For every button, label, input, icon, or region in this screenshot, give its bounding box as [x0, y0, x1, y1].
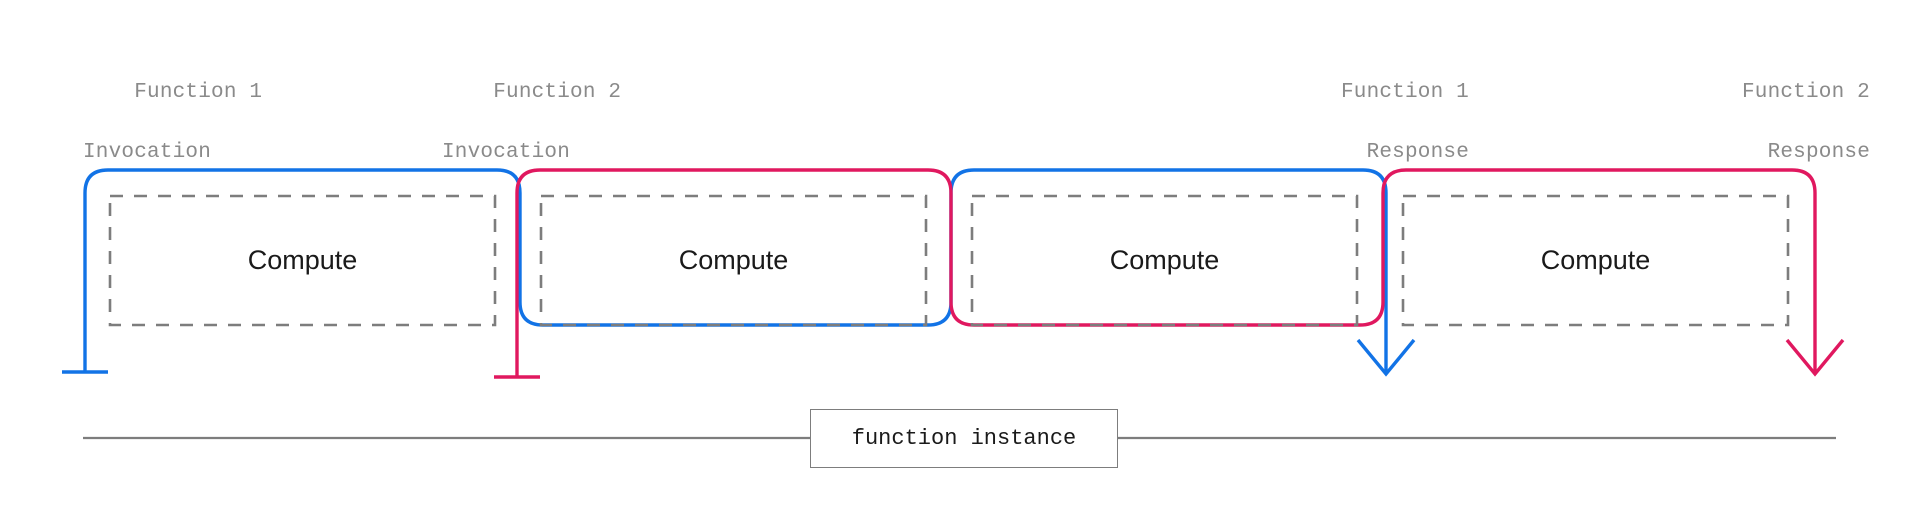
function-instance-box: function instance: [810, 409, 1118, 468]
event-label-function-2-response: Function 2 Response: [1570, 48, 1870, 228]
event-label-line1: Function 2: [1741, 81, 1870, 104]
event-label-function-1-response: Function 1 Response: [1169, 48, 1469, 228]
compute-block-2-label: Compute: [678, 245, 789, 275]
event-label-line2: Response: [1366, 141, 1469, 164]
event-label-function-1-invocation: Function 1 Invocation: [83, 48, 262, 228]
compute-box-outline: [539, 194, 928, 327]
event-label-line2: Invocation: [442, 141, 571, 164]
event-label-function-2-invocation: Function 2 Invocation: [442, 48, 621, 228]
event-label-line1: Function 1: [134, 81, 263, 104]
event-label-line1: Function 1: [1340, 81, 1469, 104]
compute-box-outline: [970, 194, 1359, 327]
compute-block-4-label: Compute: [1540, 245, 1651, 275]
event-label-line1: Function 2: [493, 81, 622, 104]
compute-block-3-label: Compute: [1109, 245, 1220, 275]
compute-block-1-label: Compute: [247, 245, 358, 275]
event-label-line2: Response: [1767, 141, 1870, 164]
function-1-arrowhead: [1356, 338, 1416, 377]
compute-box-outline: [1401, 194, 1790, 327]
compute-box-outline: [108, 194, 497, 327]
function-2-arrowhead: [1785, 338, 1845, 377]
event-label-line2: Invocation: [83, 141, 212, 164]
